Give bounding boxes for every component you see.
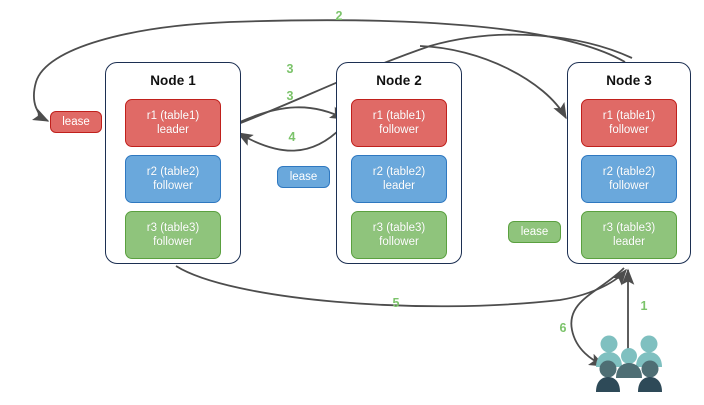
- replica-name: r1 (table1): [602, 110, 656, 122]
- step-label-1: 1: [640, 299, 648, 313]
- node-title-3: Node 3: [606, 73, 652, 88]
- lease-label: lease: [289, 171, 318, 183]
- replica-name: r2 (table2): [602, 166, 656, 178]
- replica-node3-r3[interactable]: r3 (table3) leader: [581, 211, 677, 259]
- lease-box-red[interactable]: lease: [50, 111, 102, 133]
- lease-box-blue[interactable]: lease: [277, 166, 330, 188]
- node-title-2: Node 2: [376, 73, 422, 88]
- replica-node2-r1[interactable]: r1 (table1) follower: [351, 99, 447, 147]
- replica-node1-r1[interactable]: r1 (table1) leader: [125, 99, 221, 147]
- replica-name: r3 (table3): [372, 222, 426, 234]
- replica-node1-r3[interactable]: r3 (table3) follower: [125, 211, 221, 259]
- replica-name: r3 (table3): [602, 222, 656, 234]
- lease-label: lease: [520, 226, 549, 238]
- step-label-2: 2: [335, 9, 343, 23]
- replica-name: r2 (table2): [372, 166, 426, 178]
- replica-node1-r2[interactable]: r2 (table2) follower: [125, 155, 221, 203]
- replica-name: r1 (table1): [372, 110, 426, 122]
- replica-role: leader: [157, 124, 189, 136]
- replica-role: follower: [609, 180, 649, 192]
- step-label-5: 5: [392, 296, 400, 310]
- replica-node3-r2[interactable]: r2 (table2) follower: [581, 155, 677, 203]
- step-label-6: 6: [559, 321, 567, 335]
- replica-role: leader: [383, 180, 415, 192]
- users-icon: [594, 334, 666, 396]
- replica-name: r1 (table1): [146, 110, 200, 122]
- arrow-step-3-lower: [239, 106, 347, 123]
- lease-box-green[interactable]: lease: [508, 221, 561, 243]
- step-label-3-upper: 3: [286, 62, 294, 76]
- replica-role: follower: [379, 236, 419, 248]
- replica-role: follower: [379, 124, 419, 136]
- replica-role: follower: [609, 124, 649, 136]
- replica-node2-r3[interactable]: r3 (table3) follower: [351, 211, 447, 259]
- replica-role: follower: [153, 180, 193, 192]
- replica-node2-r2[interactable]: r2 (table2) leader: [351, 155, 447, 203]
- step-label-3-lower: 3: [286, 89, 294, 103]
- replica-node3-r1[interactable]: r1 (table1) follower: [581, 99, 677, 147]
- replica-name: r3 (table3): [146, 222, 200, 234]
- step-label-4: 4: [288, 130, 296, 144]
- replica-name: r2 (table2): [146, 166, 200, 178]
- lease-label: lease: [62, 116, 90, 128]
- node-title-1: Node 1: [150, 73, 196, 88]
- replica-role: leader: [613, 236, 645, 248]
- replica-role: follower: [153, 236, 193, 248]
